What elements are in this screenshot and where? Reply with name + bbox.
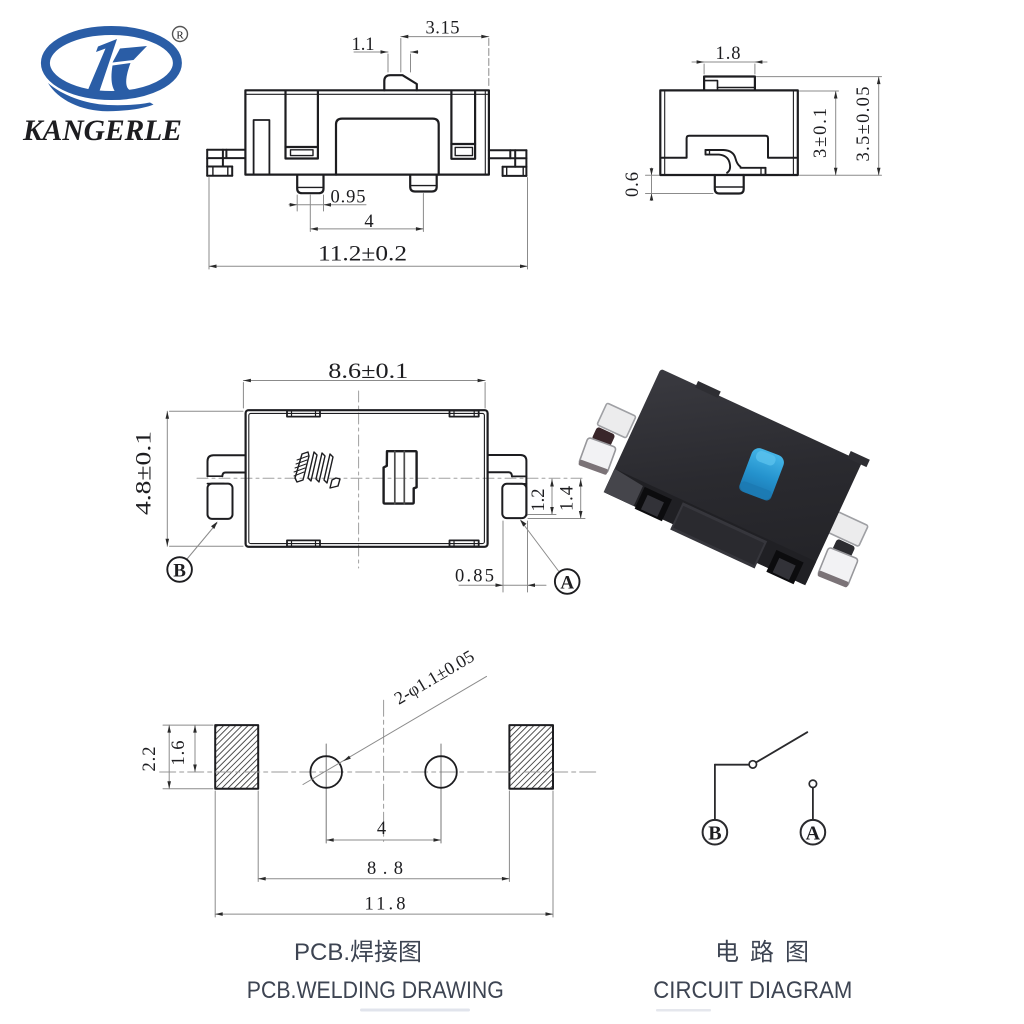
- svg-text:B: B: [708, 823, 721, 845]
- svg-text:CIRCUIT DIAGRAM: CIRCUIT DIAGRAM: [653, 977, 852, 1004]
- svg-text:4.8±0.1: 4.8±0.1: [131, 431, 156, 515]
- svg-text:B: B: [173, 561, 186, 582]
- svg-text:8.8: 8.8: [367, 859, 403, 879]
- svg-text:PCB.焊接图: PCB.焊接图: [294, 939, 422, 966]
- svg-text:4: 4: [377, 819, 386, 839]
- svg-text:3.15: 3.15: [426, 19, 460, 39]
- svg-text:A: A: [560, 573, 574, 594]
- svg-text:1.6: 1.6: [169, 741, 189, 766]
- svg-text:3.5±0.05: 3.5±0.05: [854, 87, 874, 162]
- svg-text:3±0.1: 3±0.1: [811, 108, 831, 158]
- svg-text:0.85: 0.85: [455, 567, 494, 587]
- svg-text:R: R: [176, 30, 184, 42]
- svg-text:4: 4: [364, 212, 373, 232]
- svg-text:11.8: 11.8: [365, 895, 406, 915]
- svg-text:2-φ1.1±0.05: 2-φ1.1±0.05: [391, 646, 478, 709]
- svg-text:2.2: 2.2: [140, 747, 160, 772]
- svg-text:A: A: [806, 823, 821, 845]
- svg-text:1.2: 1.2: [529, 489, 549, 512]
- svg-text:电路图: 电路图: [715, 939, 820, 966]
- svg-text:1.8: 1.8: [716, 44, 741, 64]
- svg-text:0.95: 0.95: [331, 188, 366, 208]
- svg-text:1.4: 1.4: [558, 486, 578, 511]
- svg-text:8.6±0.1: 8.6±0.1: [328, 358, 408, 383]
- svg-text:KANGERLE: KANGERLE: [22, 114, 182, 147]
- svg-text:11.2±0.2: 11.2±0.2: [318, 241, 407, 266]
- svg-text:0.6: 0.6: [623, 172, 643, 197]
- svg-text:1.1: 1.1: [352, 35, 375, 55]
- svg-text:PCB.WELDING DRAWING: PCB.WELDING DRAWING: [247, 977, 504, 1004]
